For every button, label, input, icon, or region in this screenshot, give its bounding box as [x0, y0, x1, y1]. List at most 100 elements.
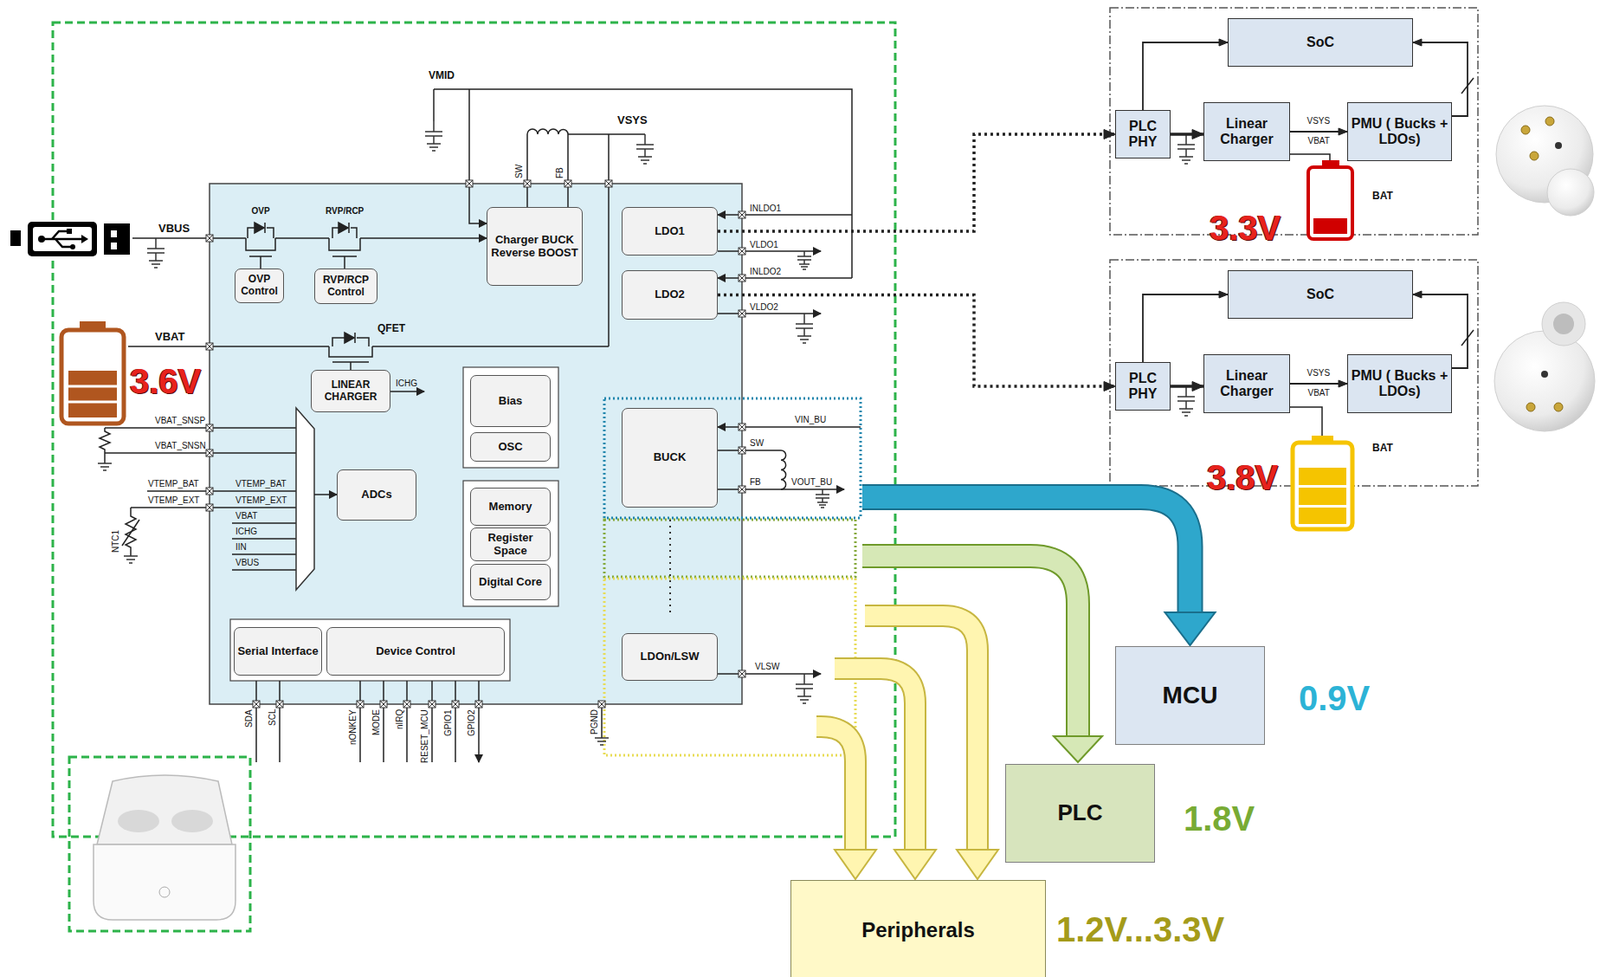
chip-outline	[209, 183, 742, 704]
switch-label: QFET	[377, 322, 406, 335]
pin-label: nONKEY	[348, 709, 359, 745]
wires	[607, 134, 610, 347]
output-regions	[669, 519, 671, 617]
phy-box: PLC PHY	[1115, 361, 1171, 411]
pins	[738, 247, 746, 255]
power-arrow	[862, 496, 1191, 614]
mux-input-label: IIN	[235, 541, 247, 553]
usb-icon	[10, 221, 130, 257]
arrow-head	[1338, 380, 1348, 388]
pins	[206, 234, 213, 242]
wires	[600, 703, 603, 738]
control-box: Device Control	[326, 626, 505, 676]
pins	[564, 180, 572, 188]
pins	[738, 485, 746, 493]
wires	[97, 89, 861, 762]
charging-case-illustration	[96, 774, 233, 845]
box-text: PLC PHY	[1118, 370, 1168, 403]
pin-label: SCL	[267, 709, 278, 726]
charger-box: Linear Charger	[1203, 354, 1291, 413]
power-arrow	[816, 726, 856, 852]
connector-line	[1142, 294, 1228, 362]
arrow-head	[894, 849, 936, 879]
box-text: MCU	[1118, 681, 1262, 710]
wires	[104, 451, 297, 454]
wires	[97, 463, 112, 471]
part-label: NTC1	[110, 529, 122, 553]
charging-case-illustration	[171, 809, 213, 833]
voltage-label: 3.8V	[1206, 457, 1278, 497]
wires	[329, 238, 361, 251]
earbud-illustration	[1545, 116, 1555, 126]
pins	[598, 700, 606, 708]
net-label: VSYS	[617, 113, 648, 128]
wires	[717, 312, 821, 315]
usb-icon	[81, 234, 89, 244]
box-text: Digital Core	[473, 575, 548, 589]
usb-icon	[32, 226, 92, 252]
voltage-label: 3.6V	[129, 361, 201, 401]
wires	[147, 490, 297, 492]
box-text: LDO2	[625, 288, 715, 302]
net-label: VBAT	[1308, 387, 1330, 399]
usb-icon	[70, 244, 76, 250]
earbud-illustration	[1554, 402, 1563, 412]
earbud-illustration	[1541, 370, 1549, 378]
wires	[469, 89, 487, 224]
connector	[816, 726, 877, 879]
output-regions	[604, 398, 861, 755]
switch-label: RVP/RCP	[325, 206, 364, 217]
pins	[738, 309, 746, 317]
box-text: LDO1	[625, 225, 715, 239]
box-text: PLC PHY	[1118, 118, 1168, 151]
arrow-head	[1192, 381, 1204, 392]
pins	[206, 449, 213, 457]
box-text: BUCK	[625, 451, 715, 465]
voltage-label: 1.8V	[1183, 798, 1255, 839]
wires	[123, 555, 138, 563]
case-region	[69, 756, 251, 931]
case-region	[52, 22, 896, 931]
wires	[433, 89, 852, 278]
switch-label: OVP	[251, 206, 271, 217]
pins	[206, 487, 213, 495]
wires	[147, 238, 165, 268]
earbud-illustration	[1521, 125, 1530, 135]
pin-label: VBAT_SNSP	[154, 415, 206, 426]
wires	[314, 493, 337, 496]
box-text: Peripherals	[793, 917, 1043, 942]
usb-icon	[66, 228, 72, 234]
box-text: LINEAR CHARGER	[314, 379, 388, 404]
wires	[795, 313, 813, 343]
box-text: ADCs	[340, 488, 413, 502]
box-text: Device Control	[329, 645, 502, 659]
wires	[332, 222, 357, 239]
regulator-box: LDO1	[621, 206, 718, 256]
block-box: Bias	[470, 374, 551, 427]
battery-icon	[68, 386, 117, 402]
connector-line	[717, 295, 1116, 388]
pin-label: GPIO2	[466, 709, 478, 736]
battery-icon	[1292, 442, 1353, 530]
pin-label: VIN_BU	[794, 414, 826, 426]
wires	[249, 256, 272, 269]
box-text: PMU ( Bucks + LDOs)	[1350, 116, 1449, 149]
usb-icon	[110, 230, 117, 238]
usb-icon	[110, 242, 117, 250]
box-text: Bias	[473, 394, 548, 408]
pmu-box: PMU ( Bucks + LDOs)	[1347, 354, 1452, 413]
earbud-illustration	[1529, 151, 1539, 161]
earbud-regions	[1109, 7, 1478, 486]
earbud-illustration	[1526, 402, 1536, 412]
wires	[372, 345, 609, 348]
arrow-head	[1192, 129, 1204, 140]
usb-icon	[38, 235, 46, 243]
pin-label: SW	[514, 164, 525, 179]
mux-input-label: VTEMP_BAT	[235, 478, 287, 490]
wires	[594, 737, 609, 745]
regulator-box: LDOn/LSW	[621, 632, 718, 681]
connector	[1142, 290, 1228, 362]
net-label: VBAT	[154, 329, 185, 344]
pins	[356, 700, 364, 708]
connector	[1290, 380, 1348, 388]
